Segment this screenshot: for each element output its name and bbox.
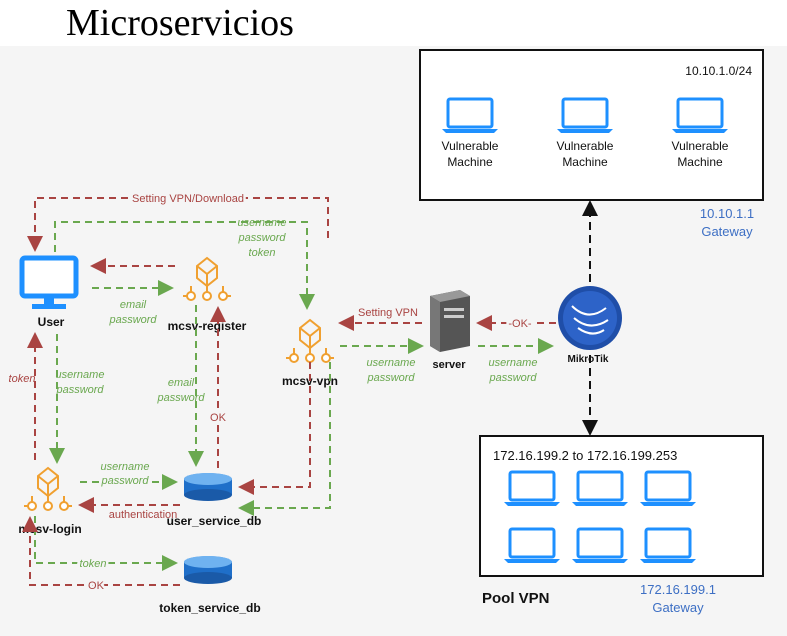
edge-label-server-username: username (367, 357, 416, 369)
edge-label-tokendb-token: token (80, 558, 107, 570)
vulnerable-machine-3-icon (670, 97, 730, 135)
user-monitor-icon (19, 255, 79, 309)
edge-label-register-email: email (120, 299, 147, 311)
pool-laptop-4-icon (502, 527, 562, 565)
edge-label-userdb-password: password (100, 475, 149, 487)
edge-vpn-to-userdb-green (238, 362, 331, 516)
gateway-ip-vuln: 10.10.1.1 (700, 206, 754, 221)
edge-label-authentication: authentication (109, 509, 178, 521)
vulnerable-machine-2-label-b: Machine (562, 155, 608, 169)
edge-label-vpn-cred-3: token (249, 247, 276, 259)
register-service-icon (182, 257, 232, 301)
edge-label-userdb-username: username (101, 461, 150, 473)
subnet-label: 10.10.1.0/24 (685, 64, 752, 78)
edge-label-tokendb-ok: OK (88, 580, 105, 592)
server-icon (430, 290, 470, 352)
edge-label-db-email: email (168, 377, 195, 389)
pool-vpn-title: Pool VPN (482, 590, 550, 607)
user-label: User (38, 315, 65, 329)
pool-range-label: 172.16.199.2 to 172.16.199.253 (493, 448, 677, 463)
vulnerable-machine-2-label-a: Vulnerable (557, 139, 614, 153)
vulnerable-machine-2-icon (555, 97, 615, 135)
page-title: Microservicios (66, 2, 294, 44)
vulnerable-machine-3-label-b: Machine (677, 155, 723, 169)
login-service-icon (23, 467, 73, 511)
gateway-label-pool: Gateway (652, 600, 704, 615)
register-label: mcsv-register (168, 319, 247, 333)
pool-laptop-3-icon (638, 470, 698, 508)
edge-label-vpn-cred-1: username (238, 217, 287, 229)
edge-label-setting-vpn-download: Setting VPN/Download (132, 193, 244, 205)
vulnerable-machine-1-label-a: Vulnerable (442, 139, 499, 153)
vulnerable-machine-1-icon (440, 97, 500, 135)
vpn-service-icon (285, 319, 335, 363)
mikrotik-icon (558, 286, 622, 350)
pool-laptop-5-icon (570, 527, 630, 565)
edge-vpn-to-userdb (238, 362, 311, 495)
edge-label-login-password: password (55, 384, 104, 396)
edge-label-db-password: password (156, 392, 205, 404)
pool-laptop-2-icon (570, 470, 630, 508)
edge-user-to-vpn (54, 221, 315, 310)
edge-label-vpn-cred-2: password (237, 232, 286, 244)
gateway-label-vuln: Gateway (701, 224, 753, 239)
vulnerable-machine-1-label-b: Machine (447, 155, 493, 169)
edge-label-server-password: password (366, 372, 415, 384)
edge-label-setting-vpn: Setting VPN (358, 307, 418, 319)
edge-label-register-password: password (108, 314, 157, 326)
mikrotik-label: MikroTik (568, 354, 609, 365)
pool-laptop-6-icon (638, 527, 698, 565)
login-label: mcsv-login (18, 522, 81, 536)
pool-laptop-1-icon (502, 470, 562, 508)
edge-label-mikrotik-ok: -OK- (508, 318, 532, 330)
edge-label-mikrotik-username: username (489, 357, 538, 369)
edge-setting-vpn-download (27, 197, 329, 252)
edge-label-login-username: username (56, 369, 105, 381)
user-db-label: user_service_db (167, 514, 262, 528)
edge-label-mikrotik-password: password (488, 372, 537, 384)
vulnerable-machine-3-label-a: Vulnerable (672, 139, 729, 153)
edge-label-register-ok: OK (210, 412, 227, 424)
gateway-ip-pool: 172.16.199.1 (640, 582, 716, 597)
edge-tokendb-to-login (22, 516, 180, 586)
edge-label-login-token: token (9, 373, 36, 385)
token-db-icon (184, 556, 232, 584)
token-db-label: token_service_db (159, 601, 260, 615)
server-label: server (432, 359, 466, 371)
title-bar: Microservicios (0, 0, 787, 48)
user-db-icon (184, 473, 232, 501)
